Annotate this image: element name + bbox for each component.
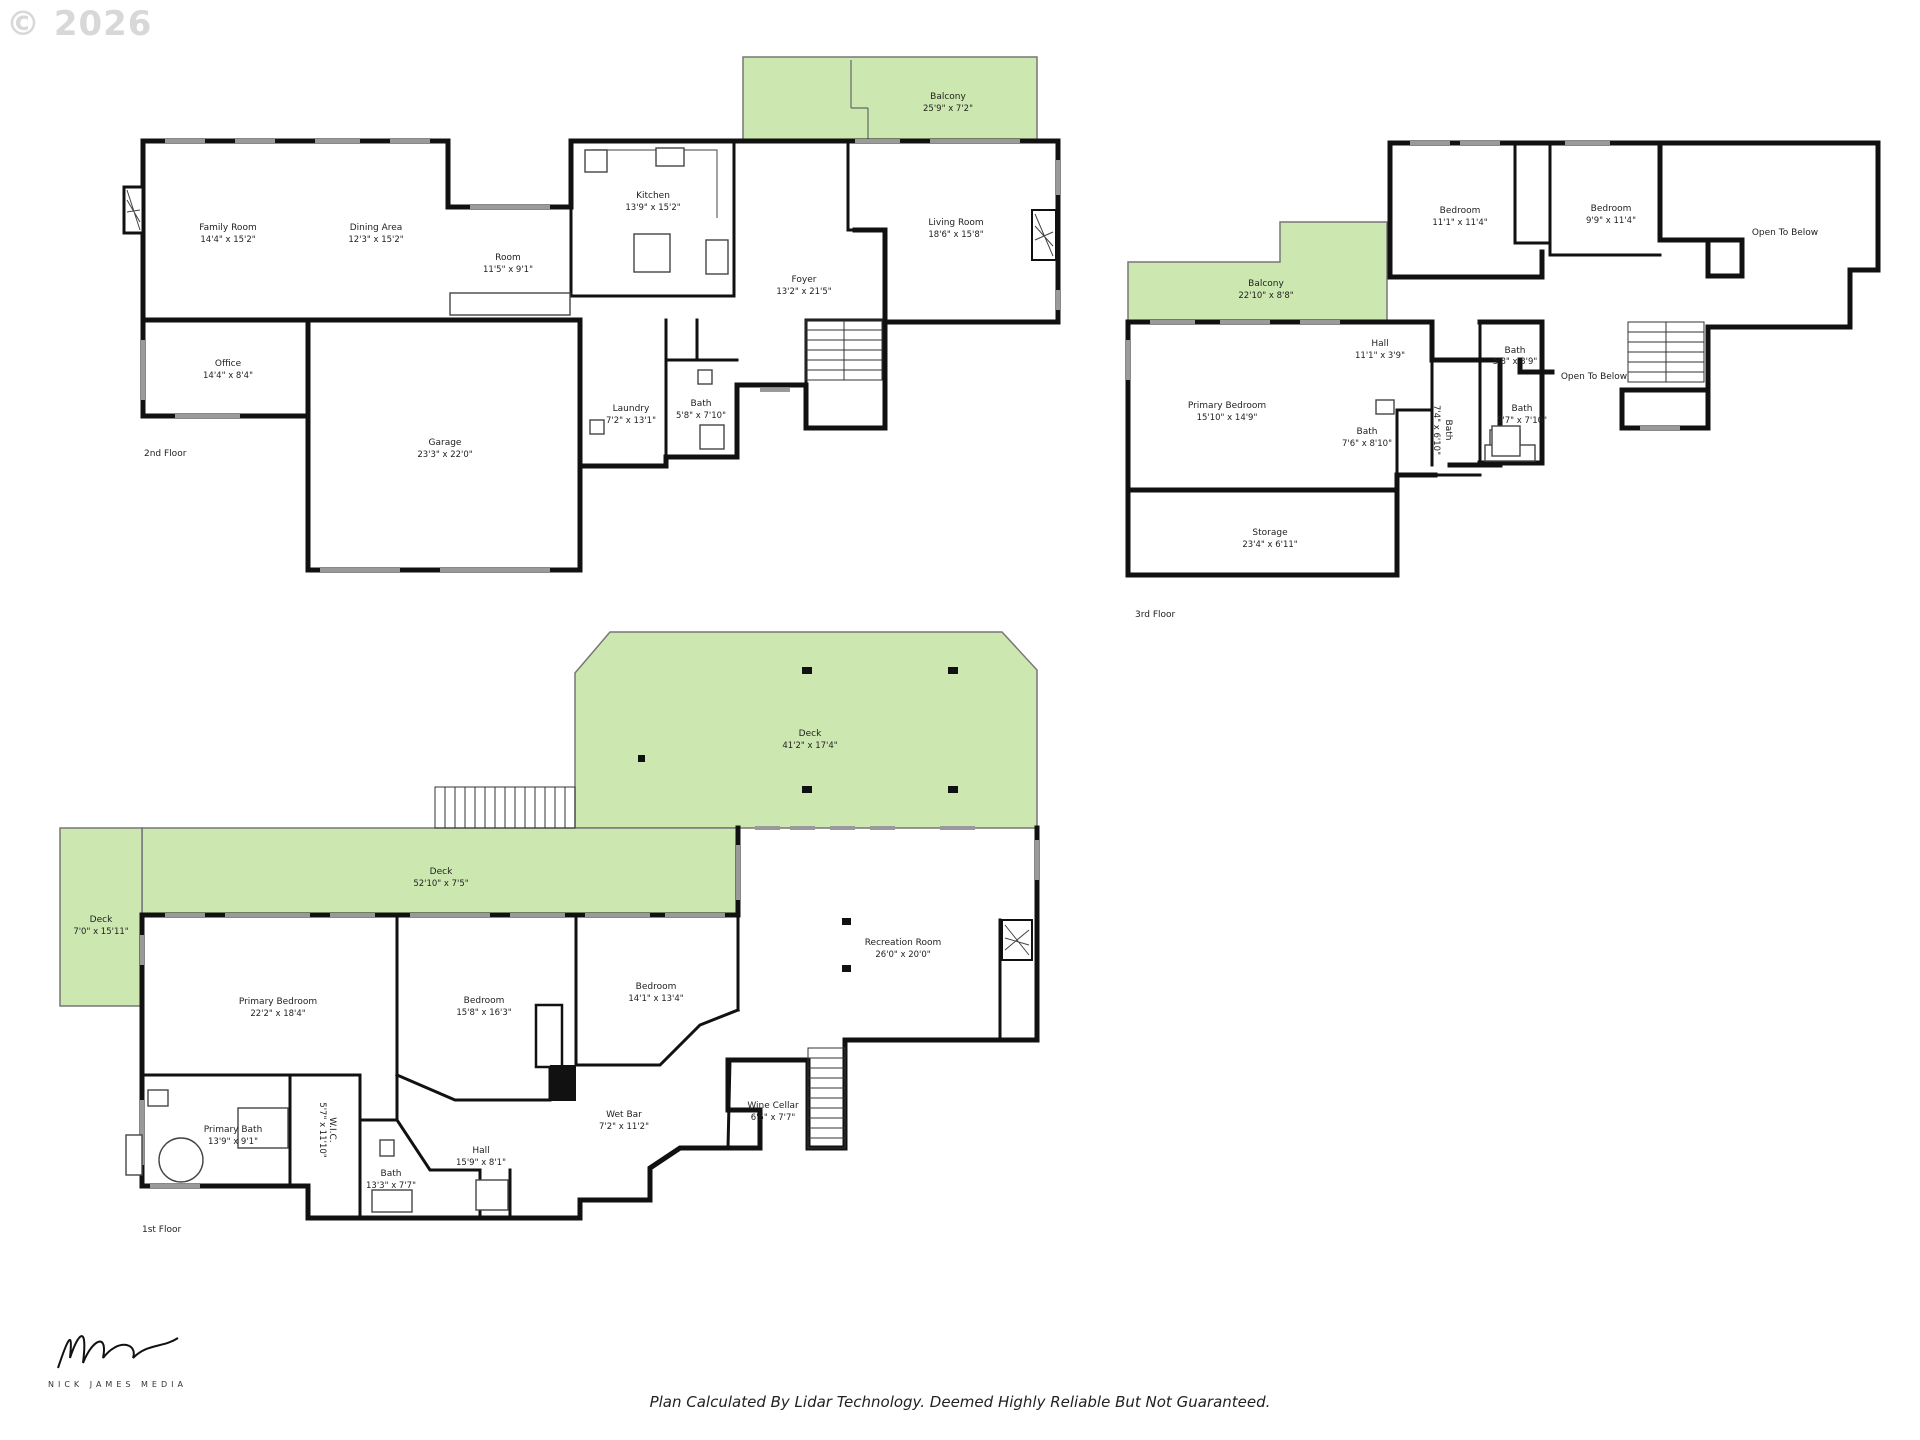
- room-dims: 7'2" x 13'1": [606, 416, 656, 426]
- room-label: Family Room: [199, 223, 256, 233]
- room-dims: 15'8" x 16'3": [456, 1008, 511, 1018]
- first-floor-plan: [59, 631, 1040, 1221]
- room-label: Deck: [90, 915, 113, 925]
- room-dims: 11'1" x 3'9": [1355, 351, 1405, 361]
- room-label: Room: [495, 253, 521, 263]
- room-dims: 26'0" x 20'0": [875, 950, 930, 960]
- room-label: Balcony: [930, 92, 966, 102]
- room-label: Bedroom: [464, 996, 505, 1006]
- room-label: Balcony: [1248, 279, 1284, 289]
- room-dims: 5'8" x 3'9": [1493, 357, 1538, 367]
- room-dims: 23'3" x 22'0": [417, 450, 472, 460]
- room-label: Bedroom: [1591, 204, 1632, 214]
- room-label: Open To Below: [1561, 372, 1627, 382]
- second-floor-plan: [122, 56, 1061, 573]
- room-label: Bath: [691, 399, 712, 409]
- room-label: Wet Bar: [606, 1110, 642, 1120]
- room-dims: 9'9" x 11'4": [1586, 216, 1636, 226]
- room-label: Bedroom: [636, 982, 677, 992]
- room-label: Office: [215, 359, 242, 369]
- room-label: Bath: [381, 1169, 402, 1179]
- room-label: Bedroom: [1440, 206, 1481, 216]
- room-dims: 5'7" x 7'10": [1497, 416, 1547, 426]
- room-dims: 13'2" x 21'5": [776, 287, 831, 297]
- balcony-area: [742, 56, 1038, 142]
- room-label: Open To Below: [1752, 228, 1818, 238]
- room-label: Wine Cellar: [747, 1101, 799, 1111]
- second-floor-stairs: [805, 319, 883, 381]
- room-label: Laundry: [613, 404, 650, 414]
- room-dims: 25'9" x 7'2": [923, 104, 973, 114]
- room-label: Living Room: [928, 218, 983, 228]
- floor-label-first: 1st Floor: [142, 1225, 181, 1235]
- room-dims: 23'4" x 6'11": [1242, 540, 1297, 550]
- room-dims: 22'10" x 8'8": [1238, 291, 1293, 301]
- room-label: Foyer: [792, 275, 817, 285]
- room-label: Deck: [430, 867, 453, 877]
- room-dims: 5'8" x 7'10": [676, 411, 726, 421]
- room-dims: 11'5" x 9'1": [483, 265, 533, 275]
- room-dims: 15'10" x 14'9": [1197, 413, 1258, 423]
- room-dims: 7'0" x 15'11": [73, 927, 128, 937]
- room-dims: 13'3" x 7'7": [366, 1181, 416, 1191]
- room-label: Hall: [472, 1146, 489, 1156]
- room-dims: 13'9" x 9'1": [208, 1137, 258, 1147]
- third-floor-stairs: [1627, 321, 1705, 383]
- room-label: Primary Bath: [204, 1125, 263, 1135]
- room-label: Recreation Room: [865, 938, 942, 948]
- disclaimer-text: Plan Calculated By Lidar Technology. Dee…: [649, 1393, 1271, 1411]
- room-dims: 14'4" x 15'2": [200, 235, 255, 245]
- brand-name: NICK JAMES MEDIA: [48, 1380, 187, 1389]
- room-dims: 7'4" x 6'10": [1431, 405, 1441, 455]
- room-label: Bath: [1357, 427, 1378, 437]
- room-dims: 41'2" x 17'4": [782, 741, 837, 751]
- room-dims: 7'6" x 8'10": [1342, 439, 1392, 449]
- third-floor-plan: [1125, 140, 1881, 578]
- room-dims: 11'1" x 11'4": [1432, 218, 1487, 228]
- room-label: Garage: [429, 438, 462, 448]
- room-label: W.I.C.: [327, 1117, 337, 1142]
- room-label: Primary Bedroom: [239, 997, 317, 1007]
- room-dims: 22'2" x 18'4": [250, 1009, 305, 1019]
- room-label: Bath: [1443, 420, 1453, 441]
- room-label: Hall: [1371, 339, 1388, 349]
- room-dims: 5'7" x 11'10": [317, 1102, 327, 1157]
- room-label: Storage: [1252, 528, 1288, 538]
- room-dims: 13'9" x 15'2": [625, 203, 680, 213]
- room-label: Kitchen: [636, 191, 670, 201]
- room-dims: 12'3" x 15'2": [348, 235, 403, 245]
- floor-label-third: 3rd Floor: [1135, 610, 1176, 620]
- first-floor-exterior-stairs: [807, 1047, 846, 1149]
- room-dims: 14'4" x 8'4": [203, 371, 253, 381]
- room-label: Deck: [799, 729, 822, 739]
- signature-logo: [57, 1335, 179, 1369]
- room-dims: 52'10" x 7'5": [413, 879, 468, 889]
- deck-stairs: [434, 786, 576, 829]
- room-label: Bath: [1512, 404, 1533, 414]
- room-labels: Family Room 14'4" x 15'2" Dining Area 12…: [73, 92, 1818, 1235]
- copyright-watermark: © 2026: [6, 4, 153, 44]
- third-floor-balcony-area: [1127, 221, 1388, 323]
- room-label: Dining Area: [350, 223, 403, 233]
- room-dims: 14'1" x 13'4": [628, 994, 683, 1004]
- room-dims: 18'6" x 15'8": [928, 230, 983, 240]
- room-dims: 7'2" x 11'2": [599, 1122, 649, 1132]
- room-label: Primary Bedroom: [1188, 401, 1266, 411]
- room-label: Bath: [1505, 346, 1526, 356]
- room-dims: 6'5" x 7'7": [751, 1113, 796, 1123]
- floor-label-second: 2nd Floor: [144, 449, 187, 459]
- room-dims: 15'9" x 8'1": [456, 1158, 506, 1168]
